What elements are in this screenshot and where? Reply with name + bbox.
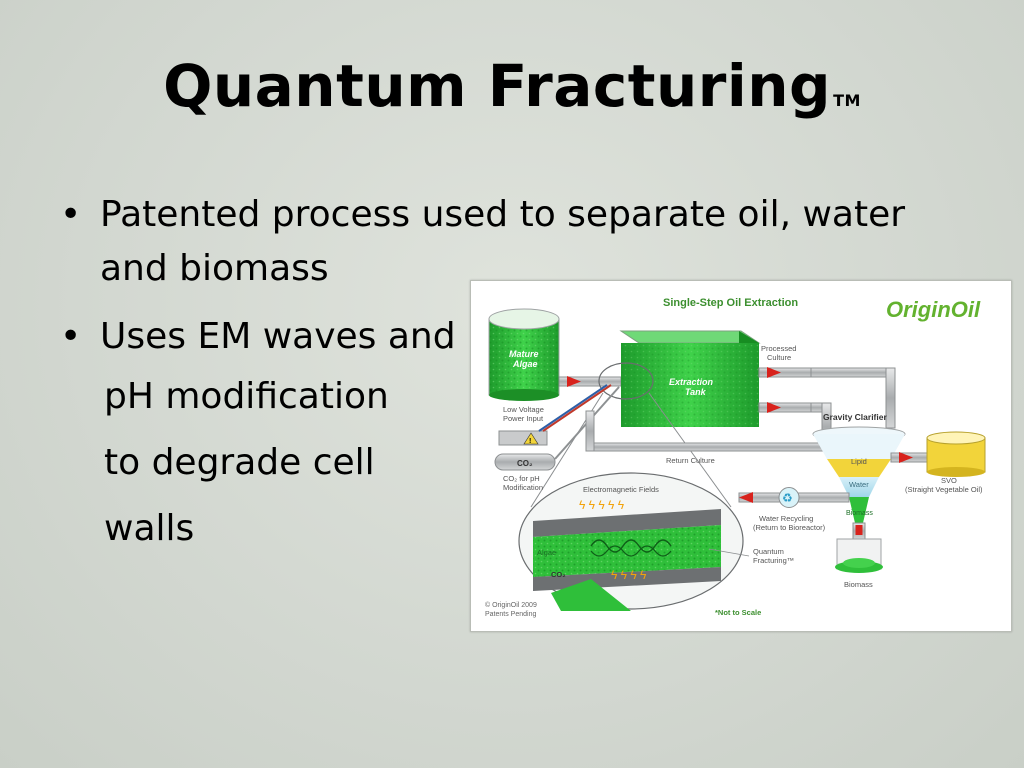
bullet-continuation: walls (104, 508, 195, 549)
low-voltage-label-1: Low Voltage (503, 405, 544, 414)
biomass-cone-label: Biomass (846, 510, 873, 517)
diagram-title: Single-Step Oil Extraction (663, 297, 798, 309)
water-recycling-label-2: (Return to Bioreactor) (753, 523, 826, 532)
diagram-svg: Single-Step Oil Extraction OriginOil Mat… (485, 297, 986, 618)
bullet-continuation: pH modification (104, 376, 389, 417)
return-culture-label: Return Culture (666, 456, 715, 465)
bullet-item: Patented process used to separate oil, w… (58, 188, 940, 296)
co2-ph-label-1: CO₂ for pH (503, 474, 540, 483)
svo-label-1: SVO (941, 476, 957, 485)
extraction-tank-label-2: Tank (685, 387, 707, 397)
originoil-logo: OriginOil (886, 297, 981, 322)
em-fields-label: Electromagnetic Fields (583, 485, 659, 494)
processed-culture-pipes (585, 367, 896, 452)
bullet-continuation: to degrade cell (104, 442, 375, 483)
magnifier-ring (598, 362, 654, 400)
algae-label: Algae (537, 548, 556, 557)
processed-culture-label-2: Culture (767, 353, 791, 362)
biomass-label: Biomass (844, 580, 873, 589)
bullet-list: Patented process used to separate oil, w… (58, 188, 938, 562)
copyright-line-1: © OriginOil 2009 (485, 601, 537, 609)
gravity-clarifier (812, 426, 906, 540)
co2-inlet-label: CO₂ (551, 570, 566, 579)
extraction-tank: Extraction Tank (619, 330, 761, 427)
mature-algae-label-1: Mature (509, 349, 539, 359)
processed-culture-label-1: Processed (761, 344, 796, 353)
power-input-unit: ! (498, 384, 612, 446)
bolt-icon: ϟ ϟ ϟ ϟ (611, 568, 647, 582)
water-recycling-label-1: Water Recycling (759, 514, 813, 523)
oil-extraction-diagram: Single-Step Oil Extraction OriginOil Mat… (470, 280, 1012, 632)
quantum-fracturing-detail: Electromagnetic Fields ϟ ϟ ϟ ϟ ϟ ϟ ϟ ϟ ϟ… (518, 472, 750, 611)
gravity-clarifier-label: Gravity Clarifier (823, 412, 887, 422)
recycle-icon: ♻ (782, 491, 793, 505)
biomass-collector (835, 538, 883, 573)
svo-tank (890, 431, 986, 477)
low-voltage-label-2: Power Input (503, 414, 544, 423)
mature-algae-label-2: Algae (512, 359, 538, 369)
svo-label-2: (Straight Vegetable Oil) (905, 485, 983, 494)
bolt-icon: ϟ ϟ ϟ ϟ ϟ (579, 498, 625, 512)
copyright-line-2: Patents Pending (485, 611, 536, 618)
extraction-tank-label-1: Extraction (669, 377, 714, 387)
lipid-label: Lipid (851, 457, 867, 466)
water-label: Water (849, 480, 869, 489)
co2-ph-label-2: Modification (503, 483, 543, 492)
bullet-item: Uses EM waves and (58, 310, 938, 364)
warning-icon: ! (529, 438, 531, 445)
quantum-fracturing-label-2: Fracturing™ (753, 556, 794, 565)
water-recycling-line: ♻ (738, 487, 850, 508)
slide-title-text: Quantum Fracturing (163, 52, 832, 120)
not-to-scale-note: *Not to Scale (715, 608, 761, 617)
quantum-fracturing-label-1: Quantum (753, 547, 784, 556)
mature-algae-tank: Mature Algae (488, 308, 560, 401)
feed-pipe (558, 376, 622, 387)
co2-cylinder-label: CO₂ (517, 459, 533, 468)
trademark-mark: TM (833, 91, 861, 110)
